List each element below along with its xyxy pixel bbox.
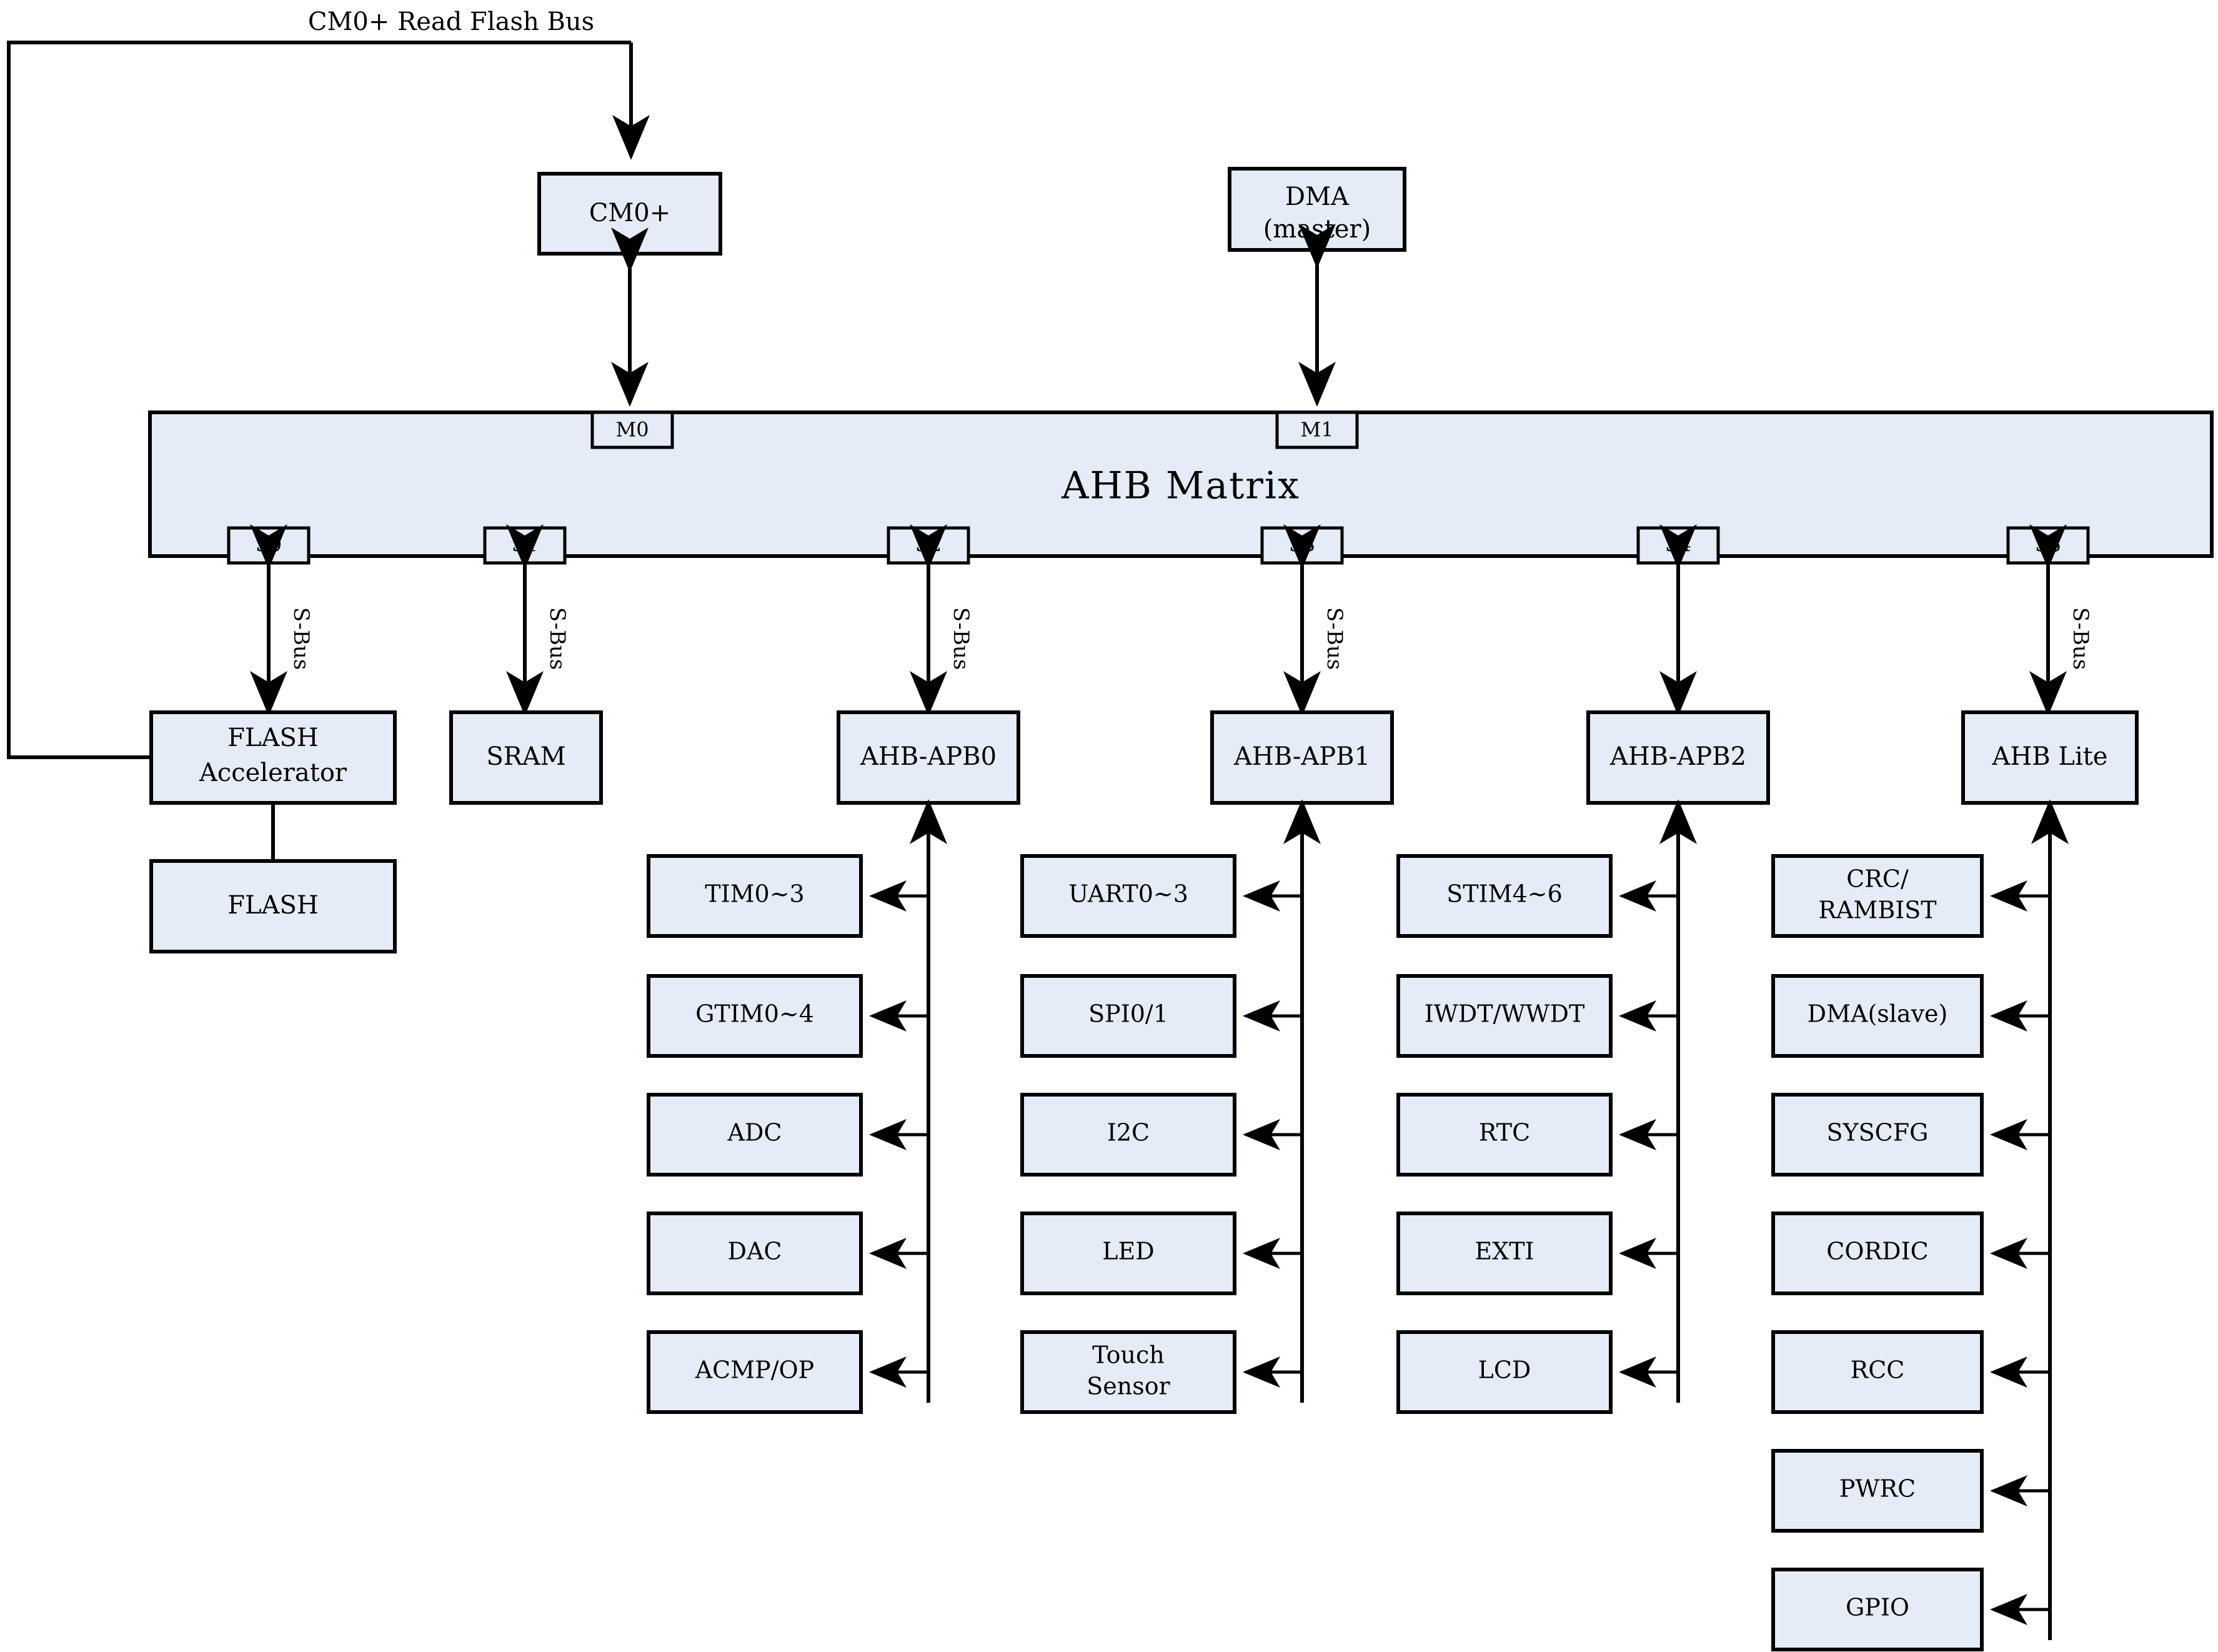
flash-box[interactable] [149, 859, 397, 953]
peripheral-gtim0-4-box[interactable] [647, 974, 863, 1058]
peripheral-syscfg-box[interactable] [1771, 1093, 1984, 1177]
peripheral-iwdt-wwdt-label: IWDT/WWDT [1425, 1000, 1585, 1028]
peripheral-iwdt-wwdt-box[interactable] [1396, 974, 1613, 1058]
matrix-port-m1[interactable] [1275, 411, 1359, 449]
matrix-port-s0-label: S0 [256, 533, 282, 557]
peripheral-stim4-6-box[interactable] [1396, 854, 1613, 938]
ahb-lite-label: AHB Lite [1992, 742, 2108, 771]
ahb-apb1-label: AHB-APB1 [1233, 742, 1370, 771]
matrix-port-s5-label: S5 [2035, 533, 2061, 557]
peripheral-adc-box[interactable] [647, 1093, 863, 1177]
peripheral-tim0-3-label: TIM0~3 [705, 880, 804, 908]
ahb-apb1-box[interactable] [1210, 710, 1394, 805]
peripheral-crc-rambist-label-line1: CRC/ [1846, 865, 1909, 893]
peripheral-uart0-3-label: UART0~3 [1068, 880, 1188, 908]
peripheral-acmp-op-box[interactable] [647, 1330, 863, 1414]
flash-bus-title: CM0+ Read Flash Bus [308, 7, 594, 36]
peripheral-dac-label: DAC [728, 1238, 782, 1265]
peripheral-uart0-3-box[interactable] [1020, 854, 1236, 938]
peripheral-cordic-box[interactable] [1771, 1212, 1984, 1295]
matrix-port-s4-label: S4 [1665, 533, 1691, 557]
peripheral-rtc-box[interactable] [1396, 1093, 1613, 1177]
peripheral-crc-rambist-label-line2: RAMBIST [1818, 897, 1936, 924]
peripheral-stim4-6-label: STIM4~6 [1446, 880, 1563, 908]
matrix-port-m1-label: M1 [1300, 418, 1333, 442]
s2-bus-label: S-Bus [948, 607, 973, 670]
peripheral-touch-sensor-box[interactable] [1020, 1330, 1236, 1414]
peripheral-led-label: LED [1102, 1238, 1154, 1265]
cpu-label: CM0+ [589, 199, 671, 227]
matrix-port-s3-label: S3 [1289, 533, 1315, 557]
ahb-apb2-box[interactable] [1586, 710, 1770, 805]
peripheral-gtim0-4-label: GTIM0~4 [695, 1000, 814, 1028]
dma-master-label-line2: (master) [1263, 215, 1371, 244]
matrix-port-m0[interactable] [590, 411, 674, 449]
peripheral-exti-box[interactable] [1396, 1212, 1613, 1295]
flash-label: FLASH [227, 891, 319, 920]
flash-accelerator-box[interactable] [149, 710, 397, 805]
peripheral-rcc-box[interactable] [1771, 1330, 1984, 1414]
s3-bus-label: S-Bus [1322, 607, 1347, 670]
ahb-apb2-label: AHB-APB2 [1609, 742, 1746, 771]
peripheral-touch-sensor-label-line2: Sensor [1087, 1373, 1170, 1400]
peripheral-spi0-1-label: SPI0/1 [1088, 1000, 1168, 1028]
peripheral-dma-slave-box[interactable] [1771, 974, 1984, 1058]
peripheral-lcd-label: LCD [1478, 1356, 1531, 1384]
peripheral-adc-label: ADC [727, 1119, 782, 1147]
flash-accelerator-label-line2: Accelerator [199, 759, 347, 787]
peripheral-touch-sensor-label-line1: Touch [1092, 1341, 1165, 1369]
peripheral-rtc-label: RTC [1479, 1119, 1530, 1147]
ahb-apb0-label: AHB-APB0 [860, 742, 997, 771]
peripheral-led-box[interactable] [1020, 1212, 1236, 1295]
dma-master-label-line1: DMA [1285, 182, 1350, 211]
s5-bus-label: S-Bus [2068, 607, 2093, 670]
peripheral-lcd-box[interactable] [1396, 1330, 1613, 1414]
ahb-lite-box[interactable] [1961, 710, 2139, 805]
s1-bus-label: S-Bus [545, 607, 570, 670]
peripheral-rcc-label: RCC [1851, 1356, 1905, 1384]
peripheral-dac-box[interactable] [647, 1212, 863, 1295]
cm0-read-flash-bus-path [7, 41, 631, 759]
s0-bus-label: S-Bus [289, 607, 314, 670]
sram-box[interactable] [449, 710, 603, 805]
peripheral-crc-rambist-box[interactable] [1771, 854, 1984, 938]
flash-accelerator-label-line1: FLASH [227, 724, 319, 752]
matrix-port-s2-label: S2 [915, 533, 942, 557]
peripheral-i2c-box[interactable] [1020, 1093, 1236, 1177]
peripheral-syscfg-label: SYSCFG [1827, 1119, 1929, 1147]
peripheral-exti-label: EXTI [1475, 1238, 1534, 1265]
ahb-apb0-box[interactable] [837, 710, 1020, 805]
ahb-matrix-label: AHB Matrix [1061, 464, 1300, 508]
peripheral-gpio-box[interactable] [1771, 1568, 1984, 1651]
peripheral-i2c-label: I2C [1107, 1119, 1150, 1147]
sram-label: SRAM [486, 742, 565, 771]
peripheral-tim0-3-box[interactable] [647, 854, 863, 938]
peripheral-cordic-label: CORDIC [1826, 1238, 1928, 1265]
matrix-port-s1-label: S1 [512, 533, 538, 557]
peripheral-pwrc-box[interactable] [1771, 1449, 1984, 1533]
matrix-port-m0-label: M0 [615, 418, 649, 442]
peripheral-pwrc-label: PWRC [1839, 1475, 1916, 1503]
peripheral-acmp-op-label: ACMP/OP [695, 1356, 815, 1384]
peripheral-spi0-1-box[interactable] [1020, 974, 1236, 1058]
peripheral-dma-slave-label: DMA(slave) [1808, 1000, 1948, 1028]
peripheral-gpio-label: GPIO [1846, 1594, 1909, 1621]
